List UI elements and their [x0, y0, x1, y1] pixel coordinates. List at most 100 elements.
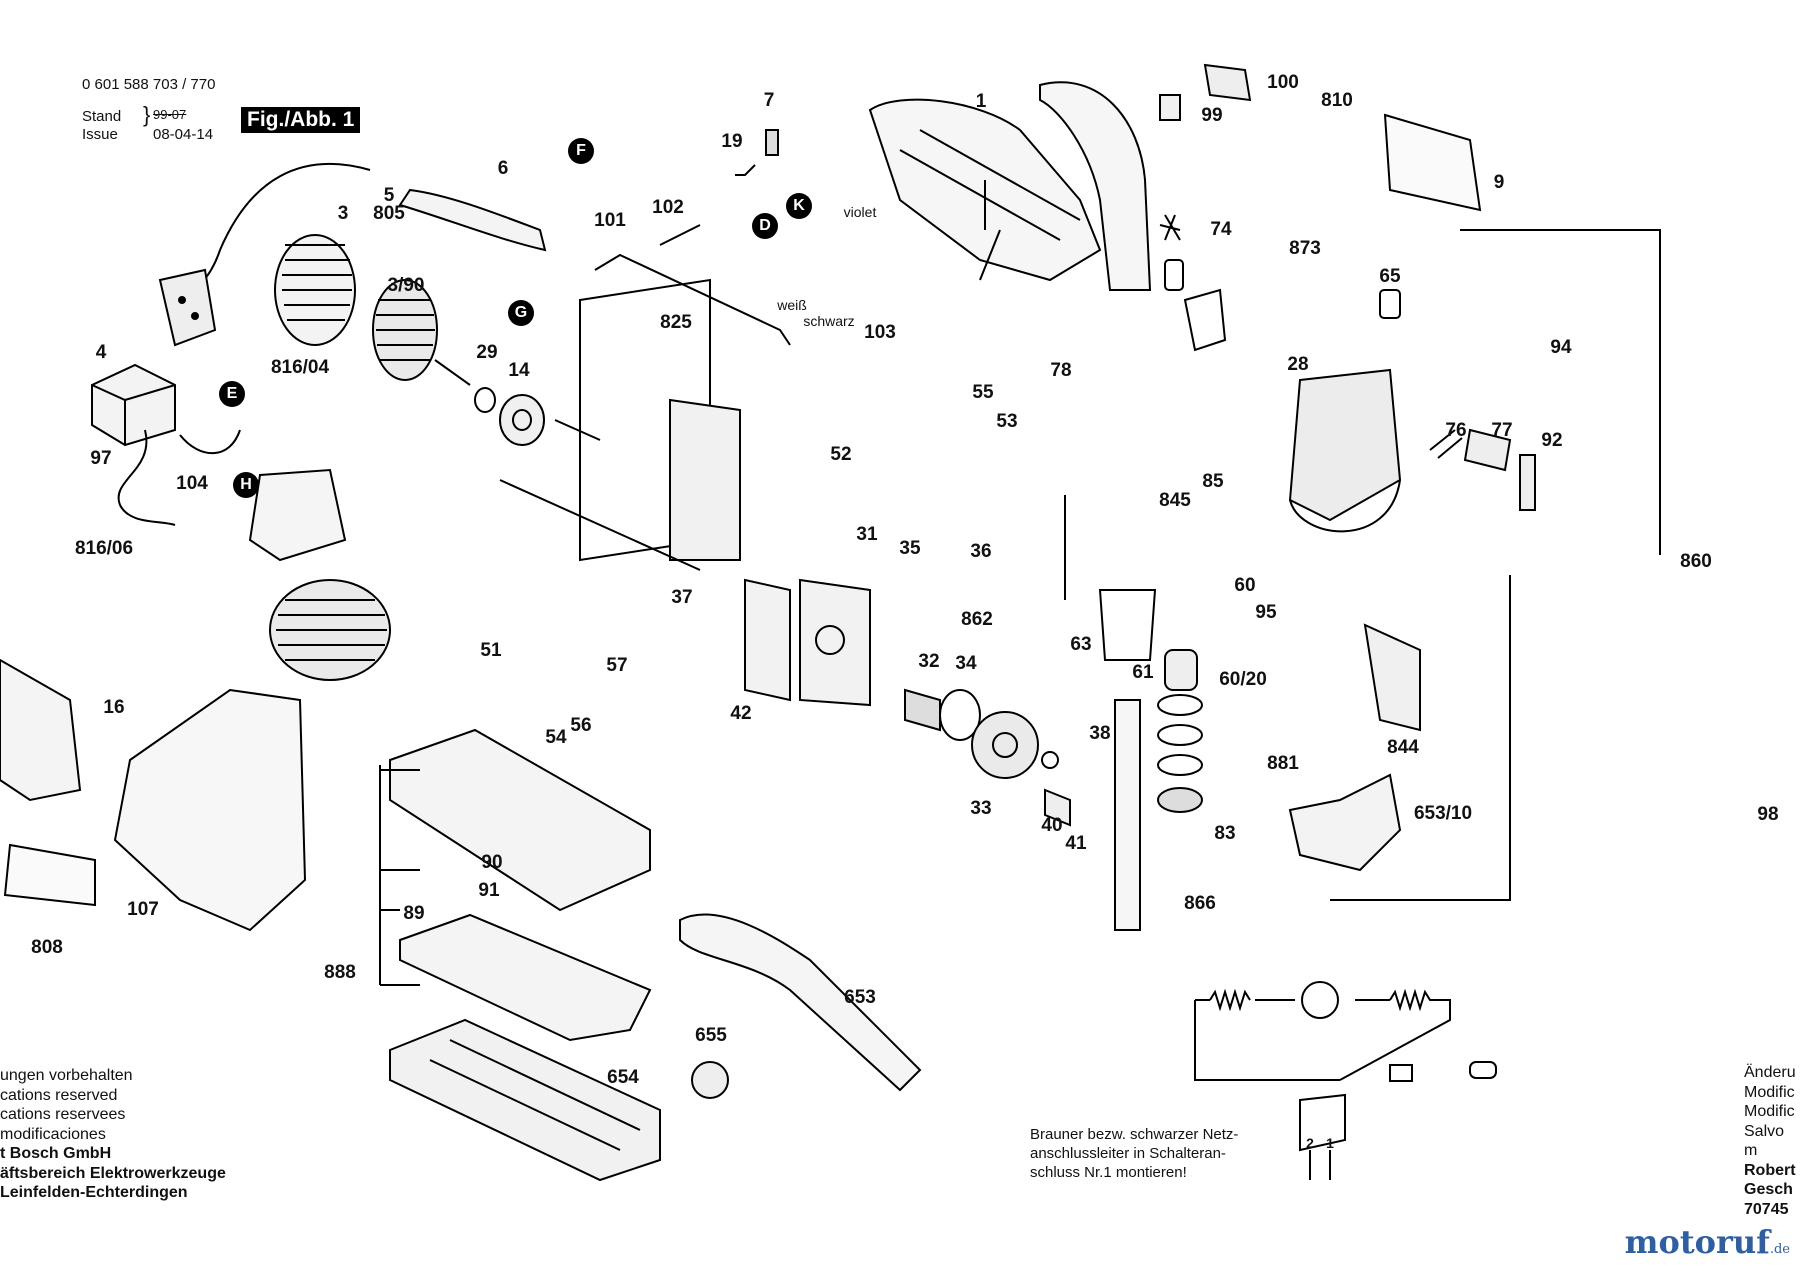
- issue-label: Issue: [82, 126, 118, 143]
- callout-4: 4: [95, 342, 107, 363]
- callout-825: 825: [660, 312, 692, 333]
- bearing: [499, 394, 545, 446]
- grommet-100: [1203, 63, 1252, 102]
- terminal-1: 1: [1326, 1135, 1334, 1151]
- footer-right-line-4: Salvo m: [1744, 1122, 1785, 1160]
- footer-right-line-2: Modific: [1744, 1083, 1795, 1101]
- callout-5: 5: [383, 185, 395, 206]
- callout-38: 38: [1089, 723, 1111, 744]
- callout-14: 14: [508, 360, 530, 381]
- callout-34: 34: [955, 653, 977, 674]
- switch-body: [91, 363, 176, 447]
- callout-61: 61: [1132, 662, 1154, 683]
- wiring-note-line-1: Brauner bezw. schwarzer Netz-: [1030, 1126, 1239, 1143]
- callout-55: 55: [972, 382, 994, 403]
- footer-right: Änderu Modific Modific Salvo m Robert Ge…: [1744, 1063, 1800, 1219]
- callout-78: 78: [1050, 360, 1072, 381]
- callout-845: 845: [1159, 490, 1191, 511]
- callout-83: 83: [1214, 823, 1236, 844]
- connector-badge-d: D: [752, 213, 778, 239]
- watermark-name: motoruf: [1624, 1223, 1770, 1261]
- handle-shell: [1039, 81, 1152, 291]
- callout-94: 94: [1550, 337, 1572, 358]
- connector-badge-h: H: [233, 472, 259, 498]
- spring-74: [1159, 214, 1181, 241]
- callout-35: 35: [899, 538, 921, 559]
- callout-19: 19: [721, 131, 743, 152]
- callout-816-06: 816/06: [74, 538, 134, 559]
- callout-28: 28: [1287, 354, 1309, 375]
- footer-right-line-3: Modific: [1744, 1103, 1795, 1120]
- callout-862: 862: [961, 609, 993, 630]
- callout-654: 654: [607, 1067, 639, 1088]
- spring-102: [659, 224, 701, 246]
- wire-label-white: weiß: [777, 297, 807, 313]
- callout-860: 860: [1680, 551, 1712, 572]
- callout-60-20: 60/20: [1219, 669, 1267, 690]
- callout-655: 655: [695, 1025, 727, 1046]
- callout-76: 76: [1445, 420, 1467, 441]
- footer-left-line-3: cations reservees: [0, 1106, 126, 1123]
- pinion-32: [904, 688, 941, 732]
- callout-101: 101: [594, 210, 626, 231]
- connector-badge-e: E: [219, 381, 245, 407]
- callout-805: 805: [373, 203, 405, 224]
- footer-left-line-5: t Bosch GmbH: [0, 1145, 112, 1162]
- watermark-tld: .de: [1769, 1242, 1790, 1257]
- site-watermark: motoruf.de: [1625, 1223, 1790, 1261]
- wiring-note: Brauner bezw. schwarzer Netz- anschlussl…: [1030, 1125, 1238, 1182]
- callout-57: 57: [606, 655, 628, 676]
- callout-97: 97: [90, 448, 112, 469]
- callout-85: 85: [1202, 471, 1224, 492]
- gearbox-block: [1288, 368, 1402, 522]
- plate-35: [799, 578, 871, 707]
- lever-101: [594, 253, 791, 346]
- callout-99: 99: [1201, 105, 1223, 126]
- callout-56: 56: [570, 715, 592, 736]
- plug: [158, 268, 217, 347]
- base-shoe-654: [389, 1018, 661, 1182]
- callout-90: 90: [481, 852, 503, 873]
- callout-3-90: 3/90: [387, 275, 425, 296]
- footer-right-line-7: 70745: [1744, 1200, 1789, 1218]
- callout-881: 881: [1267, 753, 1299, 774]
- callout-91: 91: [478, 880, 500, 901]
- callout-65: 65: [1379, 266, 1401, 287]
- footer-left-line-1: ungen vorbehalten: [0, 1067, 133, 1084]
- part-number: 0 601 588 703 / 770: [82, 76, 216, 93]
- callout-89: 89: [403, 903, 425, 924]
- callout-60: 60: [1234, 575, 1256, 596]
- footer-left-line-2: cations reserved: [0, 1086, 118, 1104]
- callout-866: 866: [1184, 893, 1216, 914]
- wiring-schematic: [1194, 981, 1497, 1180]
- callout-36: 36: [970, 541, 992, 562]
- housing-1: [113, 688, 307, 932]
- struck-date: 99-07: [153, 107, 187, 122]
- figure-tag: Fig./Abb. 1: [241, 107, 361, 133]
- footer-left: ungen vorbehalten cations reserved catio…: [0, 1066, 226, 1203]
- guide-plate: [669, 398, 741, 561]
- footer-right-line-5: Robert: [1744, 1161, 1796, 1179]
- callout-51: 51: [480, 640, 502, 661]
- field-housing: [248, 468, 347, 562]
- stand-label: Stand: [82, 108, 122, 125]
- callout-95: 95: [1255, 602, 1277, 623]
- callout-37: 37: [671, 587, 693, 608]
- callout-98: 98: [1757, 804, 1779, 825]
- roller-guide: [1363, 623, 1421, 732]
- callout-816-04: 816/04: [270, 357, 330, 378]
- wiring-note-line-3: schluss Nr.1 montieren!: [1030, 1164, 1187, 1181]
- callout-810: 810: [1321, 90, 1353, 111]
- callout-92: 92: [1541, 430, 1563, 451]
- callout-63: 63: [1070, 634, 1092, 655]
- plunger-866: [1114, 699, 1141, 931]
- callout-844: 844: [1387, 737, 1419, 758]
- callout-42: 42: [730, 703, 752, 724]
- label-plate: [1383, 113, 1482, 212]
- callout-16: 16: [103, 697, 125, 718]
- callout-6: 6: [497, 158, 509, 179]
- callout-32: 32: [918, 651, 940, 672]
- callout-74: 74: [1210, 219, 1232, 240]
